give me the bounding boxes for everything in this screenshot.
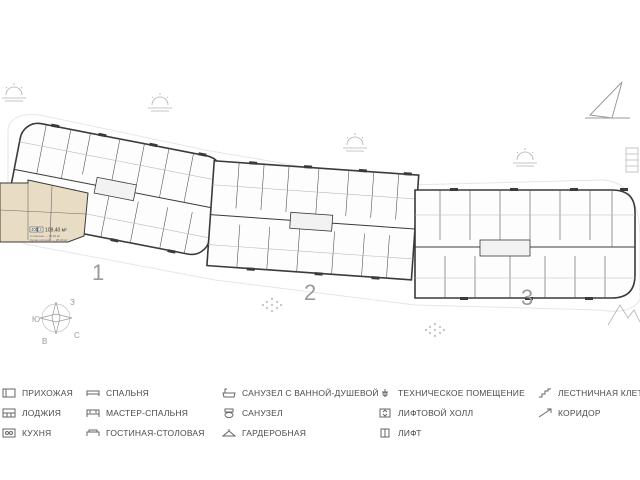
apartment-line-3: Кухня-гостиная — 25,00 м² (30, 238, 67, 242)
loggia-icon (2, 408, 16, 418)
legend-item-elevator-hall: ЛИФТОВОЙ ХОЛЛ (378, 406, 473, 420)
trees-icon (261, 297, 446, 338)
legend-label: ЛЕСТНИЧНАЯ КЛЕТКА (558, 388, 640, 398)
legend-item-bathroom: САНУЗЕЛ С ВАННОЙ-ДУШЕВОЙ (222, 386, 379, 400)
master-bedroom-icon (86, 408, 100, 418)
legend-item-hallway: ПРИХОЖАЯ (2, 386, 73, 400)
legend-item-technical-room: ТЕХНИЧЕСКОЕ ПОМЕЩЕНИЕ (378, 386, 525, 400)
legend-label: ГОСТИНАЯ-СТОЛОВАЯ (106, 428, 205, 438)
legend-item-elevator: ЛИФТ (378, 426, 422, 440)
legend-label: СПАЛЬНЯ (106, 388, 149, 398)
section-number-1: 1 (92, 260, 104, 285)
wardrobe-icon (222, 428, 236, 438)
section-3-plan (414, 188, 636, 300)
section-number-2: 2 (304, 280, 316, 305)
apartment-area: 109,40 м² (45, 228, 67, 234)
legend-item-toilet: САНУЗЕЛ (222, 406, 283, 420)
floor-plan: 400 3 109,40 м² 2 спальни — 75,00 м² Кух… (0, 81, 640, 346)
bathroom-icon (222, 388, 236, 398)
compass-label-south: Ю (32, 315, 40, 324)
legend-label: ТЕХНИЧЕСКОЕ ПОМЕЩЕНИЕ (398, 388, 525, 398)
legend-item-living-dining: ГОСТИНАЯ-СТОЛОВАЯ (86, 426, 205, 440)
legend-label: МАСТЕР-СПАЛЬНЯ (106, 408, 189, 418)
building-icon (625, 147, 639, 173)
legend-label: ГАРДЕРОБНАЯ (242, 428, 307, 438)
elevator-icon (378, 428, 392, 438)
apartment-rooms: 3 (39, 227, 42, 232)
legend: ПРИХОЖАЯ ЛОДЖИЯ КУХНЯ СПАЛЬНЯ МАСТЕР-СПА… (0, 380, 640, 480)
legend-item-wardrobe: ГАРДЕРОБНАЯ (222, 426, 306, 440)
corridor-icon (538, 408, 552, 418)
legend-item-loggia: ЛОДЖИЯ (2, 406, 61, 420)
compass-rose: Ю В З С (32, 298, 80, 346)
kitchen-icon (2, 428, 16, 438)
compass-label-north: С (74, 331, 80, 340)
technical-room-icon (378, 388, 392, 398)
highlighted-apartment[interactable]: 400 3 109,40 м² 2 спальни — 75,00 м² Кух… (0, 179, 89, 243)
elevator-hall-icon (378, 408, 392, 418)
legend-label: КОРИДОР (558, 408, 601, 418)
legend-item-bedroom: СПАЛЬНЯ (86, 386, 149, 400)
legend-label: ПРИХОЖАЯ (22, 388, 73, 398)
living-dining-icon (86, 428, 100, 438)
hallway-icon (2, 388, 16, 398)
toilet-icon (222, 408, 236, 418)
legend-label: ЛИФТ (398, 428, 422, 438)
section-2-plan (206, 159, 420, 281)
bedroom-icon (86, 388, 100, 398)
sail-landmark-icon (585, 81, 630, 119)
legend-label: ЛИФТОВОЙ ХОЛЛ (398, 408, 474, 418)
compass-label-west: З (70, 298, 75, 307)
legend-label: КУХНЯ (22, 428, 52, 438)
apartment-number: 400 (31, 227, 39, 232)
legend-label: САНУЗЕЛ (242, 408, 283, 418)
section-number-3: 3 (521, 285, 533, 310)
legend-item-master-bedroom: МАСТЕР-СПАЛЬНЯ (86, 406, 188, 420)
compass-label-east: В (42, 337, 47, 346)
legend-item-corridor: КОРИДОР (538, 406, 601, 420)
legend-item-kitchen: КУХНЯ (2, 426, 51, 440)
staircase-icon (538, 388, 552, 398)
sun-icon (2, 83, 537, 167)
apartment-line-2: 2 спальни — 75,00 м² (30, 234, 60, 238)
legend-item-staircase: ЛЕСТНИЧНАЯ КЛЕТКА (538, 386, 640, 400)
mountains-icon (607, 304, 640, 326)
legend-label: САНУЗЕЛ С ВАННОЙ-ДУШЕВОЙ (242, 388, 379, 398)
legend-label: ЛОДЖИЯ (22, 408, 62, 418)
